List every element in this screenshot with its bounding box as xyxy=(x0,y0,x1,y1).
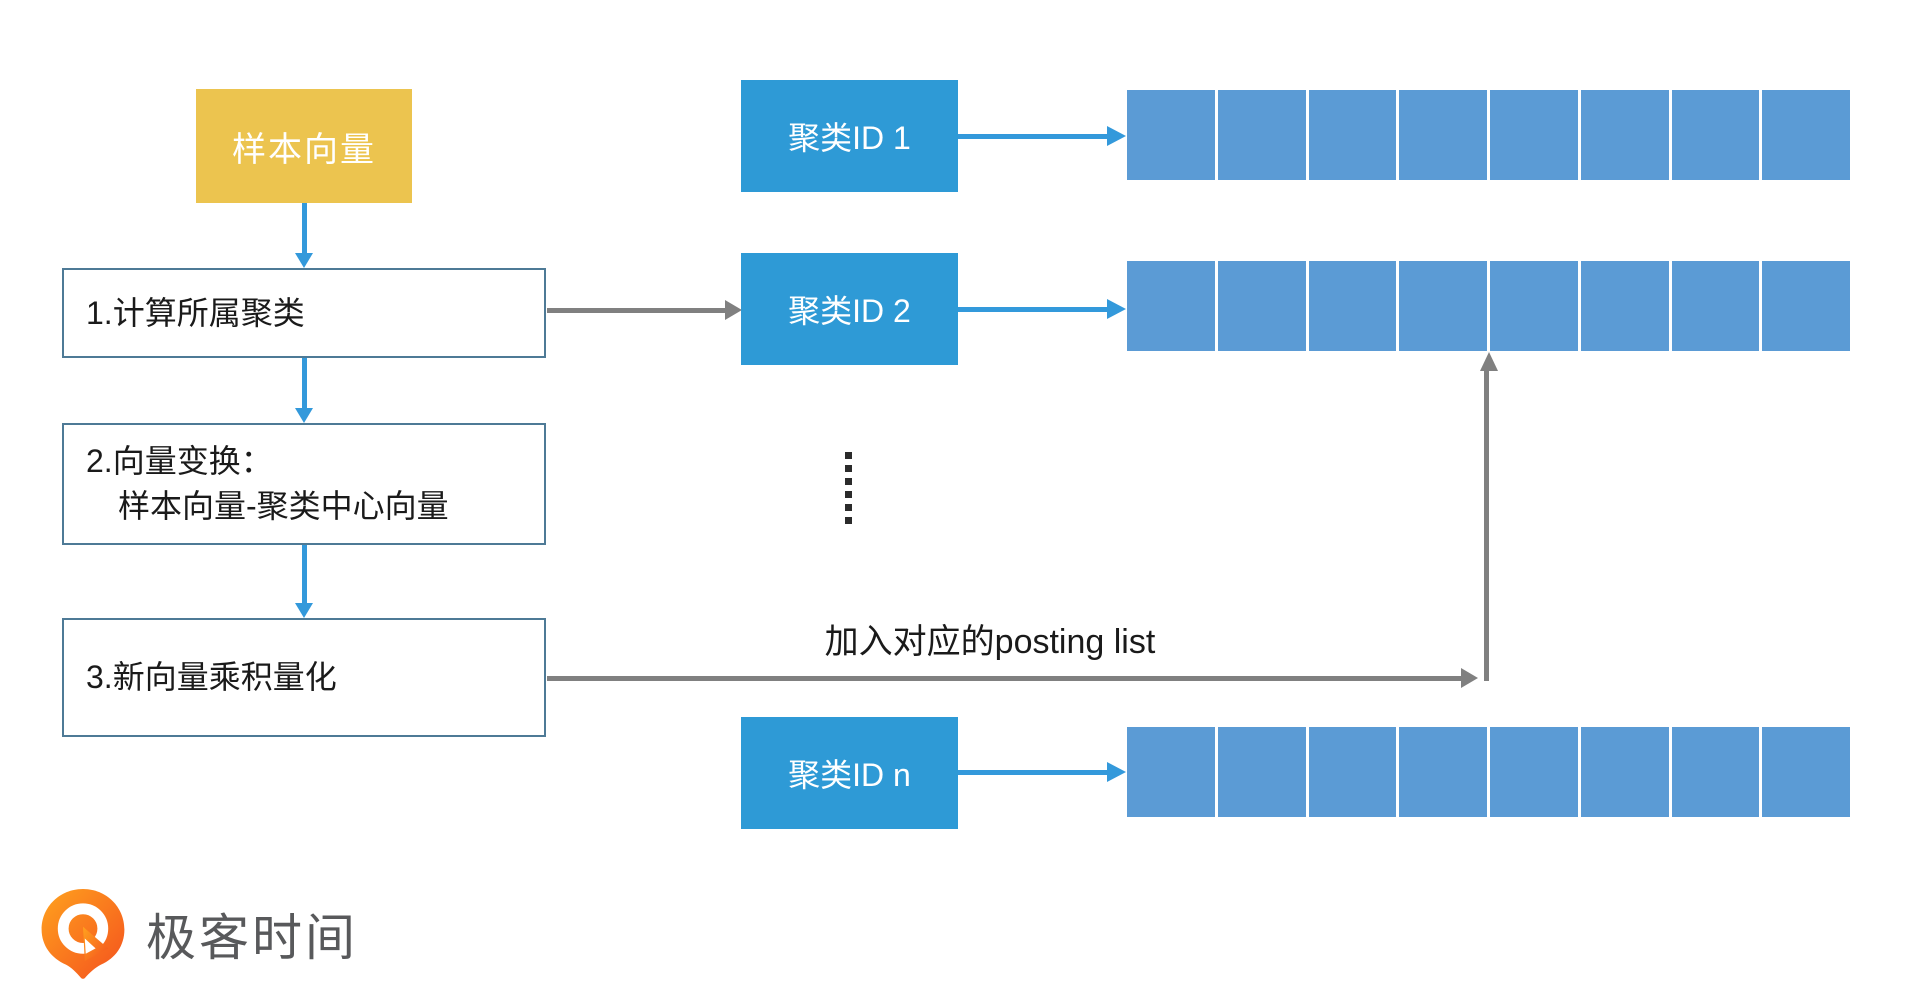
posting-cell xyxy=(1762,90,1850,180)
posting-cell xyxy=(1399,727,1487,817)
posting-cell xyxy=(1671,261,1760,351)
arrow-cluster2-to-row2 xyxy=(958,307,1108,312)
step2-label-line1: 2.向量变换： xyxy=(86,443,273,479)
arrowhead-sample-to-step1 xyxy=(295,253,313,268)
ellipsis-dot xyxy=(845,517,852,524)
arrowhead-step3-horizontal xyxy=(1461,668,1478,688)
brand-name: 极客时间 xyxy=(146,910,358,966)
arrow-step3-horizontal xyxy=(547,676,1462,681)
arrowhead-cluster1-to-row1 xyxy=(1107,126,1126,146)
posting-list-row-1 xyxy=(1127,90,1850,180)
posting-cell xyxy=(1127,261,1215,351)
posting-cell xyxy=(1127,90,1215,180)
arrow-step3-vertical xyxy=(1484,370,1489,681)
posting-cell xyxy=(1308,90,1397,180)
cluster-id-1-box: 聚类ID 1 xyxy=(741,80,958,192)
cluster-id-2-box: 聚类ID 2 xyxy=(741,253,958,365)
posting-cell xyxy=(1580,261,1669,351)
arrow-step1-to-step2 xyxy=(302,358,307,409)
posting-cell xyxy=(1308,727,1397,817)
posting-list-annotation: 加入对应的posting list xyxy=(824,623,1156,661)
step3-box: 3.新向量乘积量化 xyxy=(62,618,546,737)
arrowhead-cluster2-to-row2 xyxy=(1107,299,1126,319)
posting-cell xyxy=(1580,90,1669,180)
arrow-clustern-to-rown xyxy=(958,770,1108,775)
step1-box: 1.计算所属聚类 xyxy=(62,268,546,358)
arrowhead-step1-to-cluster2 xyxy=(725,300,742,320)
step2-box: 2.向量变换： 样本向量-聚类中心向量 xyxy=(62,423,546,545)
cluster-id-2-label: 聚类ID 2 xyxy=(788,293,911,329)
posting-cell xyxy=(1399,261,1487,351)
posting-cell xyxy=(1490,90,1578,180)
posting-cell xyxy=(1308,261,1397,351)
vertical-ellipsis xyxy=(845,452,852,524)
posting-list-row-n xyxy=(1127,727,1850,817)
ellipsis-dot xyxy=(845,478,852,485)
sample-vector-box: 样本向量 xyxy=(196,89,412,203)
arrowhead-step3-vertical-up xyxy=(1480,352,1498,371)
arrow-cluster1-to-row1 xyxy=(958,134,1108,139)
arrow-sample-to-step1 xyxy=(302,203,307,254)
posting-list-row-2 xyxy=(1127,261,1850,351)
step1-label: 1.计算所属聚类 xyxy=(86,294,305,331)
ellipsis-dot xyxy=(845,452,852,459)
ellipsis-dot xyxy=(845,491,852,498)
arrowhead-step2-to-step3 xyxy=(295,603,313,618)
arrowhead-clustern-to-rown xyxy=(1107,762,1126,782)
posting-cell xyxy=(1217,727,1306,817)
sample-vector-label: 样本向量 xyxy=(232,130,376,169)
posting-cell xyxy=(1671,90,1760,180)
posting-cell xyxy=(1399,90,1487,180)
arrow-step1-to-cluster2 xyxy=(547,308,727,313)
step2-label-line2: 样本向量-聚类中心向量 xyxy=(118,488,449,524)
posting-cell xyxy=(1217,261,1306,351)
brand-footer: 极客时间 xyxy=(38,886,358,982)
posting-cell xyxy=(1127,727,1215,817)
cluster-id-1-label: 聚类ID 1 xyxy=(788,120,911,156)
posting-cell xyxy=(1490,261,1578,351)
arrow-step2-to-step3 xyxy=(302,545,307,604)
cluster-id-n-box: 聚类ID n xyxy=(741,717,958,829)
posting-cell xyxy=(1671,727,1760,817)
ellipsis-dot xyxy=(845,504,852,511)
arrowhead-step1-to-step2 xyxy=(295,408,313,423)
posting-cell xyxy=(1762,261,1850,351)
posting-cell xyxy=(1580,727,1669,817)
cluster-id-n-label: 聚类ID n xyxy=(788,757,911,793)
geektime-logo-icon xyxy=(41,889,125,979)
ellipsis-dot xyxy=(845,465,852,472)
posting-cell xyxy=(1217,90,1306,180)
step3-label: 3.新向量乘积量化 xyxy=(86,659,337,695)
posting-cell xyxy=(1490,727,1578,817)
posting-cell xyxy=(1762,727,1850,817)
